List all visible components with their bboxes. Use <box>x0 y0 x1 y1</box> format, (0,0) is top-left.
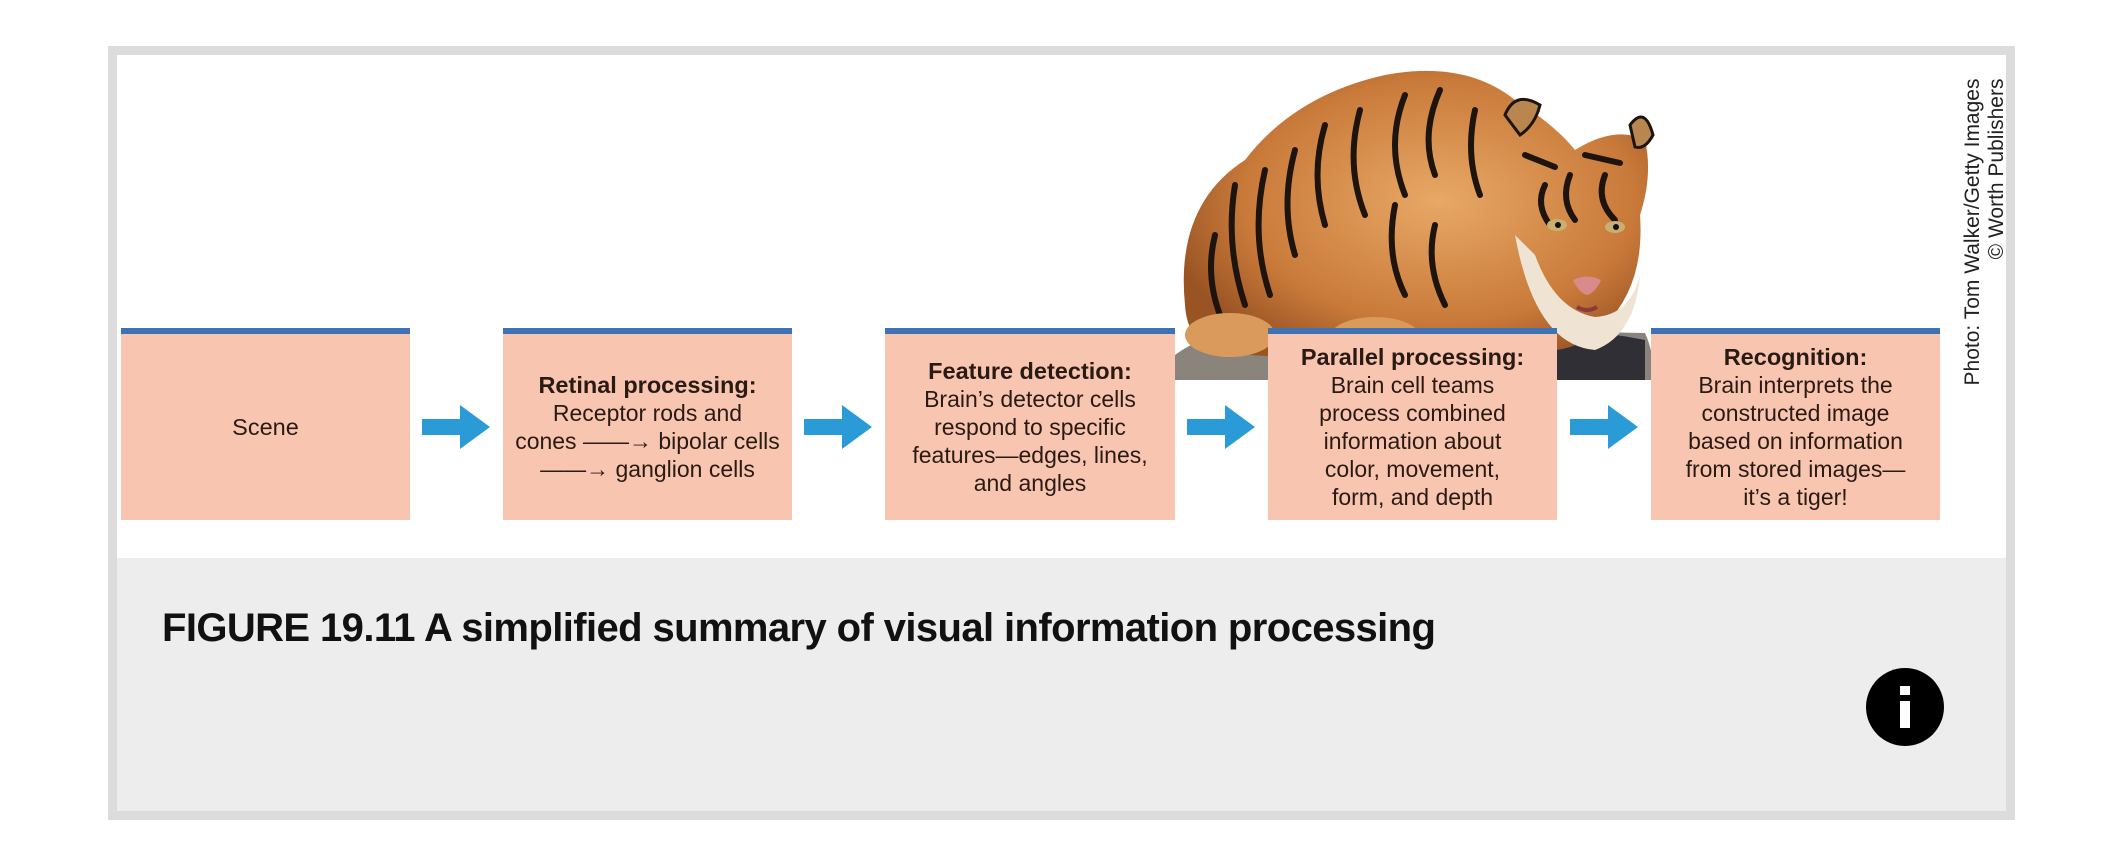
photo-credit-text: Photo: Tom Walker/Getty Images © Worth P… <box>1961 78 2006 386</box>
step-feature-detection: Feature detection: Brain’s detector cell… <box>885 328 1175 520</box>
step-description: Receptor rods and cones ——→ bipolar cell… <box>515 400 780 482</box>
step-title: Feature detection: <box>928 358 1132 384</box>
step-description: Brain’s detector cells respond to specif… <box>912 386 1148 496</box>
step-title: Parallel processing: <box>1300 344 1525 370</box>
step-recognition: Recognition: Brain interprets the constr… <box>1651 328 1940 520</box>
figure-caption: FIGURE 19.11 A simplified summary of vis… <box>162 606 1436 650</box>
step-description: Brain interprets the constructed image b… <box>1685 372 1906 510</box>
flow-arrow-icon <box>1570 405 1638 449</box>
step-parallel-processing: Parallel processing: Brain cell teams pr… <box>1268 328 1557 520</box>
flow-arrow-icon <box>1187 405 1255 449</box>
figure-illustration: Scene Retinal processing: Receptor rods … <box>117 55 2006 558</box>
step-title: Retinal processing: <box>538 372 757 398</box>
step-title: Scene <box>232 414 299 440</box>
flow-arrow-icon <box>422 405 490 449</box>
step-title: Recognition: <box>1723 344 1868 370</box>
step-scene: Scene <box>121 328 410 520</box>
flow-arrow-icon <box>804 405 872 449</box>
step-description: Brain cell teams process combined inform… <box>1319 372 1506 510</box>
photo-credit: Photo: Tom Walker/Getty Images © Worth P… <box>1960 67 2006 397</box>
caption-panel: FIGURE 19.11 A simplified summary of vis… <box>117 558 2006 811</box>
figure-frame: Scene Retinal processing: Receptor rods … <box>108 46 2015 820</box>
step-retinal-processing: Retinal processing: Receptor rods and co… <box>503 328 792 520</box>
info-button[interactable] <box>1866 668 1944 746</box>
